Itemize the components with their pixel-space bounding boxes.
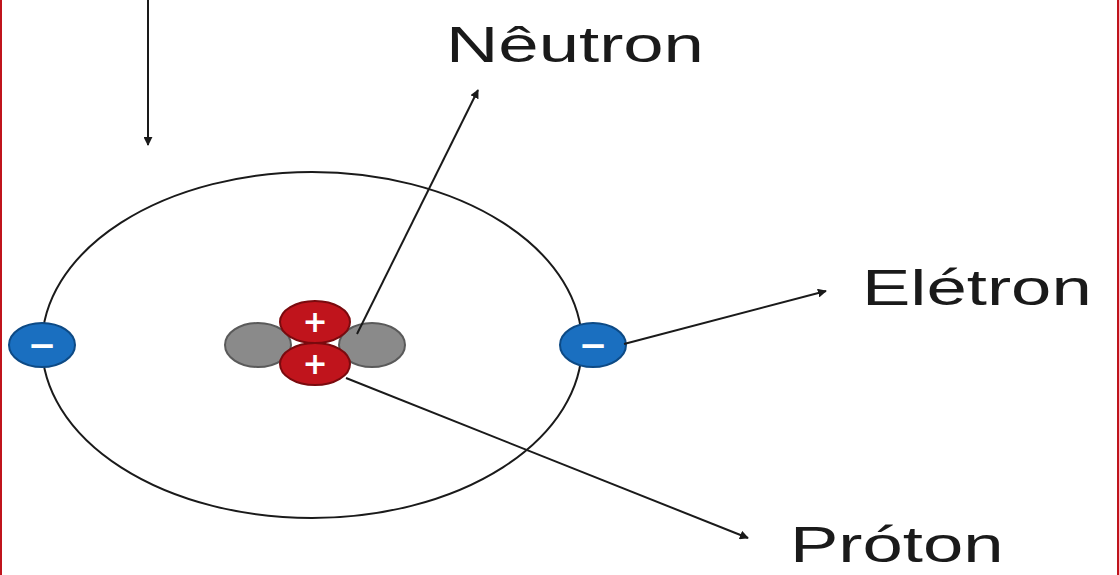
leader-line <box>357 90 478 334</box>
charge-sign: − <box>573 327 613 363</box>
charge-sign: − <box>22 327 62 363</box>
electron-particle <box>560 323 626 367</box>
pointer-arrow <box>147 0 149 145</box>
charge-sign: + <box>295 346 335 382</box>
edge-stripe <box>0 0 2 575</box>
leader-line <box>624 291 826 344</box>
leader-line <box>346 378 748 538</box>
part-label: Próton <box>790 520 1004 570</box>
proton-particle <box>280 343 350 385</box>
edge-stripe <box>1117 0 1119 575</box>
part-label: Nêutron <box>446 20 704 70</box>
charge-sign: + <box>295 304 335 340</box>
part-label: Elétron <box>862 263 1092 313</box>
electron-particle <box>9 323 75 367</box>
electron-orbit <box>42 172 582 518</box>
proton-particle <box>280 301 350 343</box>
